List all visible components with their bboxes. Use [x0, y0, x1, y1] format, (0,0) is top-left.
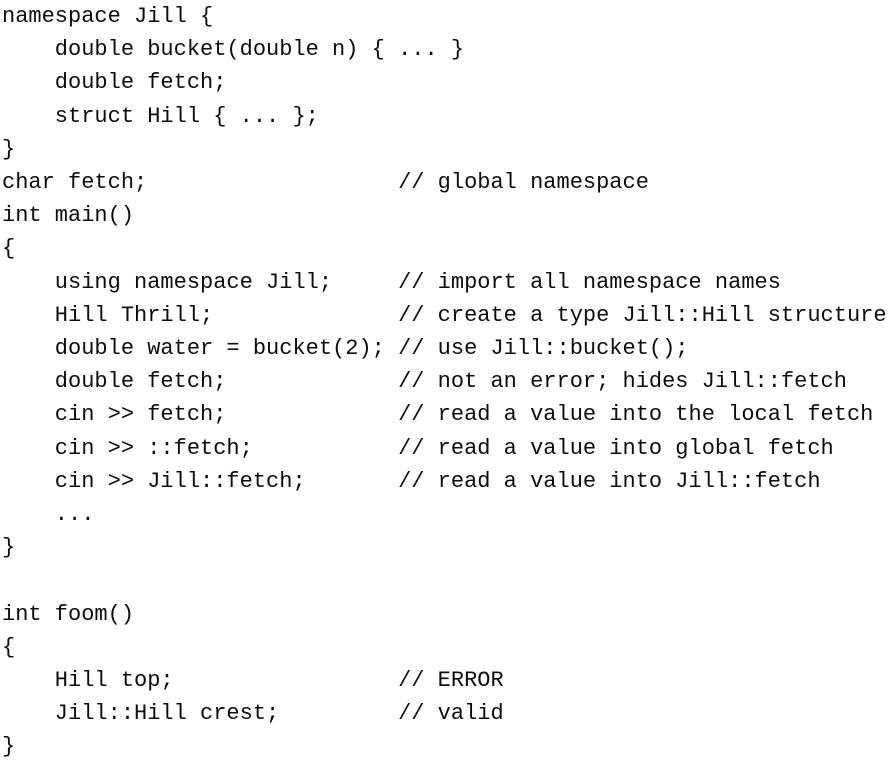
code-line: struct Hill { ... };: [2, 103, 319, 129]
code-line: cin >> fetch; // read a value into the l…: [2, 402, 874, 428]
code-line: double fetch; // not an error; hides Jil…: [2, 369, 847, 395]
code-line: Jill::Hill crest; // valid: [2, 701, 504, 727]
code-line: {: [2, 634, 16, 660]
code-line: ...: [2, 502, 95, 528]
code-line: [2, 564, 895, 597]
code-line: }: [2, 734, 16, 760]
code-line: using namespace Jill; // import all name…: [2, 269, 781, 295]
code-line: }: [2, 136, 16, 162]
code-line: cin >> ::fetch; // read a value into glo…: [2, 435, 834, 461]
code-line: double water = bucket(2); // use Jill::b…: [2, 336, 689, 362]
code-line: }: [2, 535, 16, 561]
code-line: double bucket(double n) { ... }: [2, 37, 465, 63]
code-line: Hill top; // ERROR: [2, 668, 504, 694]
code-line: {: [2, 236, 16, 262]
code-line: int foom(): [2, 601, 135, 627]
code-line: cin >> Jill::fetch; // read a value into…: [2, 468, 821, 494]
code-line: char fetch; // global namespace: [2, 170, 649, 196]
code-line: double fetch;: [2, 70, 227, 96]
code-line: namespace Jill {: [2, 4, 214, 29]
code-line: int main(): [2, 203, 135, 229]
code-line: Hill Thrill; // create a type Jill::Hill…: [2, 302, 887, 328]
